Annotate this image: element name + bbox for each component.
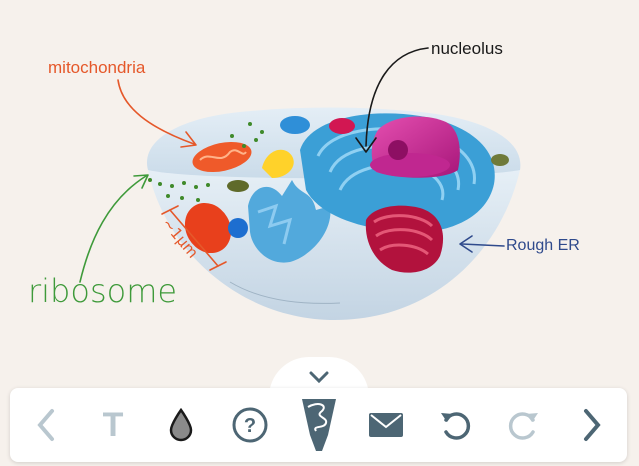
annotation-strokes bbox=[79, 47, 505, 283]
undo-button[interactable] bbox=[425, 388, 485, 462]
redo-button[interactable] bbox=[494, 388, 554, 462]
eraser-tool-button[interactable] bbox=[289, 388, 349, 462]
cell-illustration bbox=[146, 107, 521, 320]
envelope-icon bbox=[369, 413, 403, 437]
text-tool-button[interactable]: T bbox=[83, 388, 143, 462]
chevron-right-icon bbox=[584, 409, 601, 441]
ink-color-button[interactable] bbox=[151, 388, 211, 462]
undo-icon bbox=[441, 412, 471, 440]
ribosome-annotation: ribosome bbox=[28, 272, 178, 310]
drawing-canvas[interactable]: ~1μm bbox=[0, 0, 639, 380]
help-button[interactable]: ? bbox=[220, 388, 280, 462]
mitochondria-annotation: mitochondria bbox=[48, 58, 146, 77]
toolbar: T ? bbox=[10, 388, 627, 462]
send-button[interactable] bbox=[356, 388, 416, 462]
forward-button[interactable] bbox=[562, 388, 622, 462]
chevron-down-icon[interactable] bbox=[307, 369, 331, 385]
text-icon: T bbox=[102, 405, 124, 444]
chevron-left-icon bbox=[37, 409, 54, 441]
rough-er-annotation: Rough ER bbox=[506, 237, 580, 254]
help-label: ? bbox=[244, 415, 256, 437]
nucleolus-annotation: nucleolus bbox=[431, 39, 503, 58]
back-button[interactable] bbox=[16, 388, 76, 462]
question-circle-icon: ? bbox=[232, 407, 268, 443]
drop-icon bbox=[169, 408, 193, 442]
scribble-eraser-icon bbox=[302, 399, 336, 451]
redo-icon bbox=[508, 412, 538, 440]
